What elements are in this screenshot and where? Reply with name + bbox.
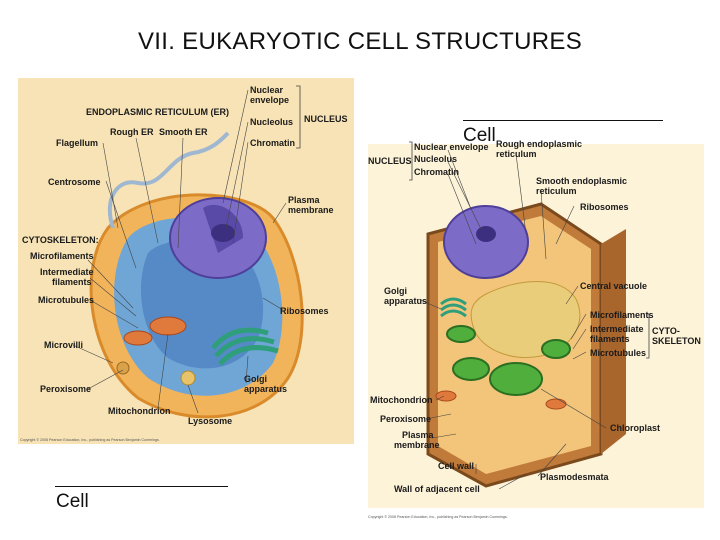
label-microvilli: Microvilli	[44, 340, 83, 350]
label-nucleolus: Nucleolus	[250, 117, 293, 127]
label-flagellum: Flagellum	[56, 138, 98, 148]
label-cytoskeleton: CYTOSKELETON:	[22, 235, 99, 245]
label-nucleus: NUCLEUS	[304, 114, 348, 124]
label-plant-smooth-er-2: reticulum	[536, 186, 577, 196]
animal-peroxisome	[116, 361, 130, 375]
label-plant-nuclear-envelope: Nuclear envelope	[414, 142, 489, 152]
plant-credit: Copyright © 2008 Pearson Education, Inc.…	[368, 515, 508, 519]
label-microtubules: Microtubules	[38, 295, 94, 305]
label-plant-membrane: membrane	[394, 440, 440, 450]
label-envelope: envelope	[250, 95, 289, 105]
label-plant-rough-er-2: reticulum	[496, 149, 537, 159]
label-plant-ribosomes: Ribosomes	[580, 202, 629, 212]
label-smooth-er: Smooth ER	[159, 127, 208, 137]
label-plant-nucleus: NUCLEUS	[368, 156, 412, 166]
label-filaments: filaments	[52, 277, 92, 287]
label-microfilaments: Microfilaments	[30, 251, 94, 261]
plant-answer-blank	[463, 120, 663, 121]
label-peroxisome: Peroxisome	[40, 384, 91, 394]
animal-answer-blank	[55, 486, 228, 487]
animal-lysosome	[180, 370, 196, 386]
label-plant-filaments: filaments	[590, 334, 630, 344]
label-plant-cyto: CYTO-	[652, 326, 680, 336]
label-membrane: membrane	[288, 205, 334, 215]
plant-cell-figure: NUCLEUS Nuclear envelope Nucleolus Chrom…	[366, 134, 706, 520]
plant-cell-illustration: NUCLEUS Nuclear envelope Nucleolus Chrom…	[366, 134, 706, 520]
label-golgi-apparatus: apparatus	[244, 384, 287, 394]
label-centrosome: Centrosome	[48, 177, 101, 187]
plant-mitochondrion	[435, 390, 457, 402]
animal-nucleolus	[211, 224, 235, 242]
label-plant-chromatin: Chromatin	[414, 167, 459, 177]
label-chromatin: Chromatin	[250, 138, 295, 148]
animal-cell-figure: ENDOPLASMIC RETICULUM (ER) Rough ER Smoo…	[18, 78, 354, 444]
slide-title: VII. EUKARYOTIC CELL STRUCTURES	[137, 28, 583, 55]
label-intermediate: Intermediate	[40, 267, 94, 277]
animal-flagellum	[107, 131, 230, 229]
label-golgi: Golgi	[244, 374, 267, 384]
label-plant-peroxisome: Peroxisome	[380, 414, 431, 424]
label-plant-skeleton: SKELETON	[652, 336, 701, 346]
label-plant-central-vacuole: Central vacuole	[580, 281, 647, 291]
label-plant-cell-wall: Cell wall	[438, 461, 474, 471]
animal-answer-label: Cell	[56, 491, 89, 512]
label-plant-plasmodesmata: Plasmodesmata	[540, 472, 610, 482]
label-plant-microtubules: Microtubules	[590, 348, 646, 358]
label-rough-er: Rough ER	[110, 127, 154, 137]
label-plant-rough-er: Rough endoplasmic	[496, 139, 582, 149]
label-plant-wall-adjacent: Wall of adjacent cell	[394, 484, 480, 494]
label-er: ENDOPLASMIC RETICULUM (ER)	[86, 107, 229, 117]
label-plant-chloroplast: Chloroplast	[610, 423, 660, 433]
animal-credit: Copyright © 2008 Pearson Education, Inc.…	[20, 438, 160, 442]
label-plant-golgi-2: apparatus	[384, 296, 427, 306]
label-plasma: Plasma	[288, 195, 321, 205]
plant-golgi	[440, 297, 467, 318]
label-lysosome: Lysosome	[188, 416, 232, 426]
label-plant-nucleolus: Nucleolus	[414, 154, 457, 164]
plant-chloroplast	[489, 362, 543, 396]
label-plant-smooth-er: Smooth endoplasmic	[536, 176, 627, 186]
label-mitochondrion: Mitochondrion	[108, 406, 171, 416]
label-plant-mitochondrion: Mitochondrion	[370, 395, 433, 405]
label-plant-plasma: Plasma	[402, 430, 435, 440]
animal-golgi	[211, 327, 279, 366]
animal-cell-illustration: ENDOPLASMIC RETICULUM (ER) Rough ER Smoo…	[18, 78, 354, 444]
plant-answer-label: Cell	[463, 125, 496, 146]
label-plant-microfilaments: Microfilaments	[590, 310, 654, 320]
label-plant-golgi: Golgi	[384, 286, 407, 296]
label-plant-intermediate: Intermediate	[590, 324, 644, 334]
animal-mitochondrion	[149, 316, 187, 336]
label-ribosomes: Ribosomes	[280, 306, 329, 316]
label-nuclear: Nuclear	[250, 85, 284, 95]
